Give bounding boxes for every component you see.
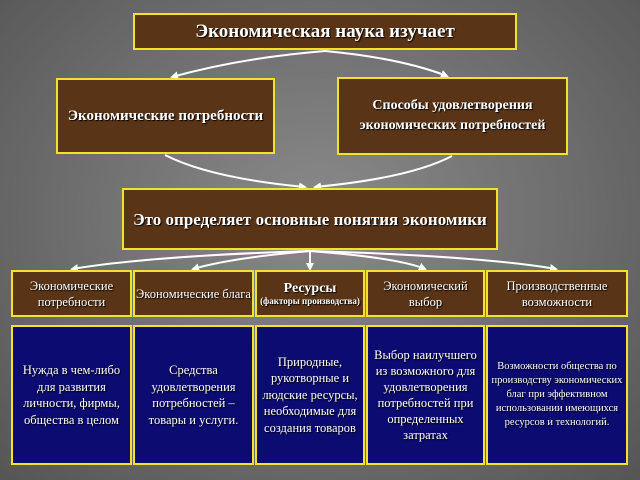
concept-heading-capabilities: Производственные возможности (486, 270, 628, 317)
concept-heading-resources: Ресурсы (факторы производства) (255, 270, 365, 317)
definition-box: Это определяет основные понятия экономик… (122, 188, 498, 250)
concept-heading-resources-sub: (факторы производства) (260, 296, 360, 306)
concept-description-needs: Нужда в чем-либо для развития личности, … (11, 325, 132, 465)
concept-heading-resources-main: Ресурсы (283, 281, 337, 296)
concept-heading-goods: Экономические блага (133, 270, 254, 317)
concept-heading-needs: Экономические потребности (11, 270, 132, 317)
concept-heading-choice: Экономический выбор (366, 270, 485, 317)
concept-description-capabilities: Возможности общества по производству эко… (486, 325, 628, 465)
diagram-title: Экономическая наука изучает (133, 13, 517, 50)
branch-satisfaction-methods: Способы удовлетворения экономических пот… (337, 77, 568, 155)
concept-description-resources: Природные, рукотворные и людские ресурсы… (255, 325, 365, 465)
branch-economic-needs: Экономические потребности (56, 78, 275, 154)
concept-description-goods: Средства удовлетворения потребностей – т… (133, 325, 254, 465)
concept-description-choice: Выбор наилучшего из возможного для удовл… (366, 325, 485, 465)
